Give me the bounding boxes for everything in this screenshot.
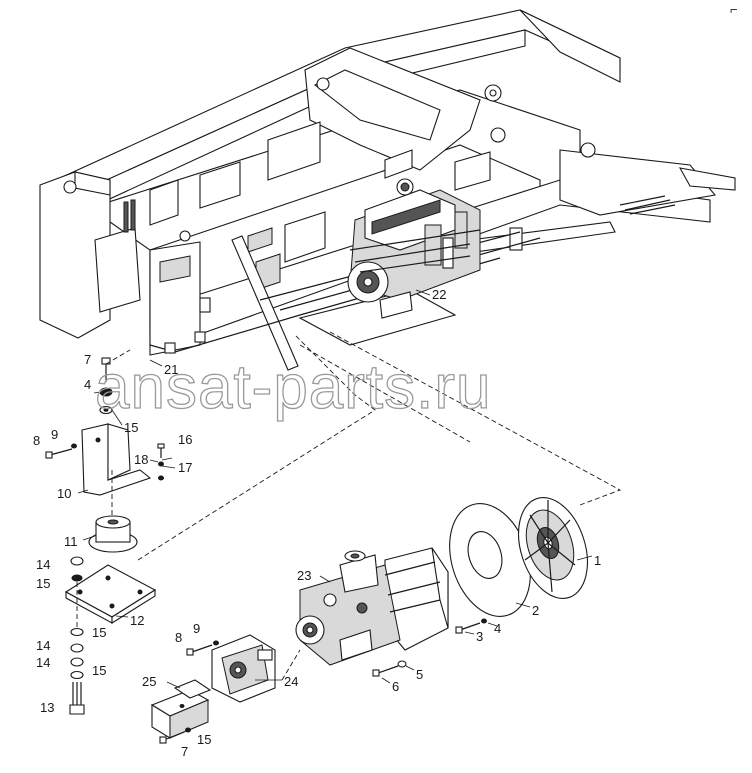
callout-9: 9 xyxy=(51,427,58,442)
callout-15: 15 xyxy=(36,576,50,591)
callout-11: 11 xyxy=(64,534,78,549)
pump-housing xyxy=(150,679,212,744)
callout-13: 13 xyxy=(40,700,54,715)
callout-5: 5 xyxy=(416,667,423,682)
callout-4: 4 xyxy=(84,377,91,392)
callout-2: 2 xyxy=(532,603,539,618)
callout-4: 4 xyxy=(494,621,501,636)
callout-14: 14 xyxy=(36,638,50,653)
callout-6: 6 xyxy=(392,679,399,694)
hydraulic-pump xyxy=(295,547,449,666)
callout-18: 18 xyxy=(134,452,148,467)
assembly-lines xyxy=(76,331,622,681)
callout-23: 23 xyxy=(297,568,311,583)
corner-mark: ⌐ xyxy=(730,2,738,17)
callout-15: 15 xyxy=(124,420,138,435)
callout-14: 14 xyxy=(36,557,50,572)
callout-15: 15 xyxy=(197,732,211,747)
callout-25: 25 xyxy=(142,674,156,689)
callout-15: 15 xyxy=(92,625,106,640)
callout-7: 7 xyxy=(84,352,91,367)
callout-8: 8 xyxy=(175,630,182,645)
callout-9: 9 xyxy=(193,621,200,636)
leader-lines xyxy=(77,289,593,689)
coupling-plates xyxy=(372,497,588,677)
callout-17: 17 xyxy=(178,460,192,475)
callout-16: 16 xyxy=(178,432,192,447)
callout-8: 8 xyxy=(33,433,40,448)
callout-14: 14 xyxy=(36,655,50,670)
watermark: ansat-parts.ru xyxy=(95,353,492,422)
callout-24: 24 xyxy=(284,674,298,689)
callout-7: 7 xyxy=(181,744,188,759)
callout-3: 3 xyxy=(476,629,483,644)
callout-10: 10 xyxy=(57,486,71,501)
callout-labels: 1 2 3 4 4 5 6 7 7 8 8 9 9 10 11 12 13 14… xyxy=(33,287,601,759)
callout-21: 21 xyxy=(164,362,178,377)
callout-12: 12 xyxy=(130,613,144,628)
engine-assembly xyxy=(347,178,481,319)
callout-1: 1 xyxy=(594,553,601,568)
callout-22: 22 xyxy=(432,287,446,302)
engine-mount-stack xyxy=(45,357,165,715)
callout-15: 15 xyxy=(92,663,106,678)
gear-pump xyxy=(186,634,276,703)
